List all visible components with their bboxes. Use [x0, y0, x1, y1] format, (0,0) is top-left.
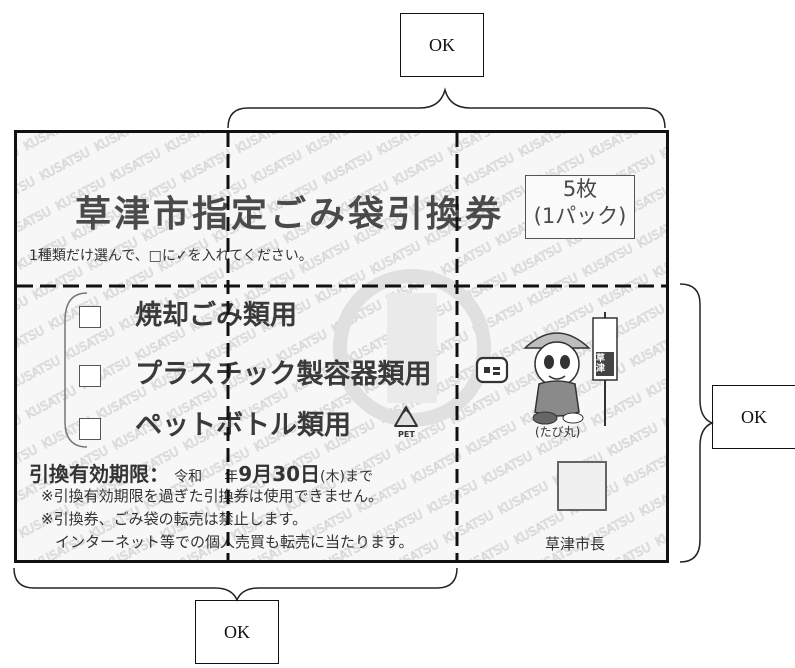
pet-recycle-icon [394, 406, 418, 427]
checkbox-incineration[interactable] [79, 306, 101, 328]
ok-label-bottom: OK [195, 600, 279, 664]
ok-text-right: OK [741, 406, 767, 427]
brace-right [679, 283, 714, 563]
voucher-ticket: KUSATSU 草津市指定ごみ袋引換券 5枚 (1パック) 1種類だけ選んで、□… [14, 130, 669, 563]
note-resale: ※引換券、ごみ袋の転売は禁止します。 [41, 510, 308, 528]
mayor-seal [557, 461, 607, 511]
brace-top [227, 87, 666, 129]
checkbox-plastic[interactable] [79, 365, 101, 387]
item-incineration: 焼却ごみ類用 [135, 300, 297, 331]
note-internet: インターネット等での個人売買も転売に当たります。 [55, 533, 414, 551]
validity-day: (木) [320, 469, 345, 485]
ok-label-right: OK [712, 385, 795, 449]
item-pet-bottle: ペットボトル類用 [135, 410, 351, 441]
mascot-name: (たび丸) [535, 425, 581, 439]
checkbox-pet-bottle[interactable] [79, 418, 101, 440]
ok-label-top: OK [400, 13, 484, 77]
mascot-flag-text: 草津 [596, 354, 606, 374]
items-bracket [64, 292, 88, 448]
validity-era: 令和 [174, 469, 203, 485]
validity-until: まで [344, 469, 373, 485]
ticket-title: 草津市指定ごみ袋引換券 [75, 194, 505, 235]
mascot-tabimaru-icon [523, 312, 618, 426]
ok-text-bottom: OK [224, 621, 250, 642]
validity-label: 引換有効期限： [29, 462, 169, 486]
mayor-label: 草津市長 [545, 535, 606, 553]
pet-label: PET [398, 430, 415, 439]
validity-date: 9月30日 [238, 462, 321, 486]
badge-count: 5枚 [562, 177, 598, 201]
pack-badge: 5枚 (1パック) [525, 175, 635, 239]
badge-pack: (1パック) [533, 204, 627, 228]
item-plastic: プラスチック製容器類用 [135, 359, 432, 390]
brace-bottom [13, 567, 458, 602]
note-expired: ※引換有効期限を過ぎた引換券は使用できません。 [41, 487, 384, 505]
plastic-recycle-icon [475, 356, 509, 384]
instruction-text: 1種類だけ選んで、□に✓を入れてください。 [29, 248, 313, 264]
ok-text-top: OK [429, 34, 455, 55]
